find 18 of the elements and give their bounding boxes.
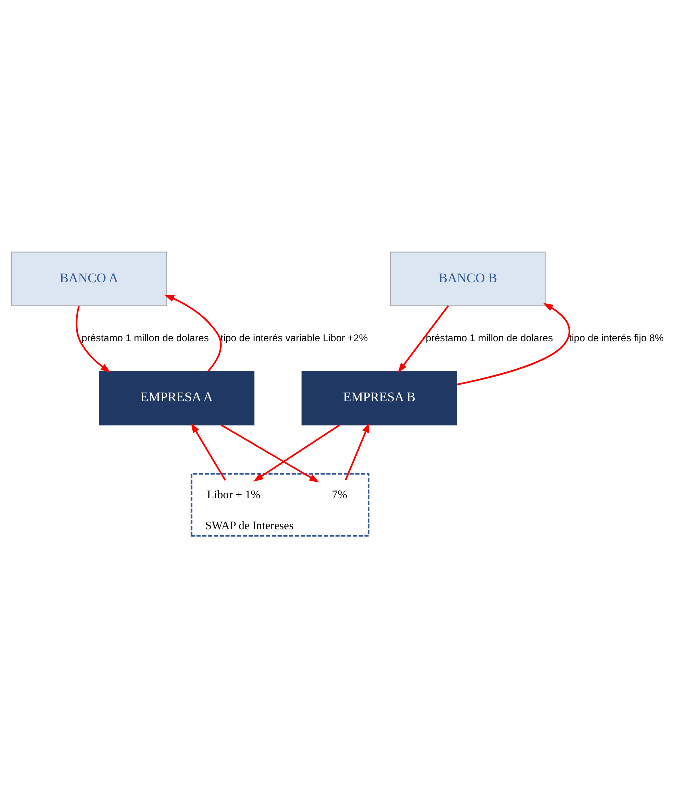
arrow xyxy=(76,306,111,372)
edge-label: préstamo 1 millon de dolares xyxy=(426,332,554,344)
node-box: BANCO A xyxy=(11,251,167,306)
node-box: EMPRESA B xyxy=(302,370,458,426)
arrow xyxy=(221,424,320,482)
arrow xyxy=(191,422,226,480)
arrow xyxy=(398,305,450,373)
edge-label: préstamo 1 millon de dolares xyxy=(82,332,210,344)
arrow xyxy=(254,424,340,482)
edge-label: tipo de interés fijo 8% xyxy=(569,332,664,344)
arrow xyxy=(164,294,222,372)
node-box: BANCO B xyxy=(390,251,546,306)
node-text: Libor + 1% xyxy=(207,488,261,502)
node-text: 7% xyxy=(332,488,348,502)
edge-label: tipo de interés variable Libor +2% xyxy=(220,332,368,344)
node-box: EMPRESA A xyxy=(99,370,255,426)
arrow xyxy=(456,302,571,386)
arrow xyxy=(345,422,370,480)
